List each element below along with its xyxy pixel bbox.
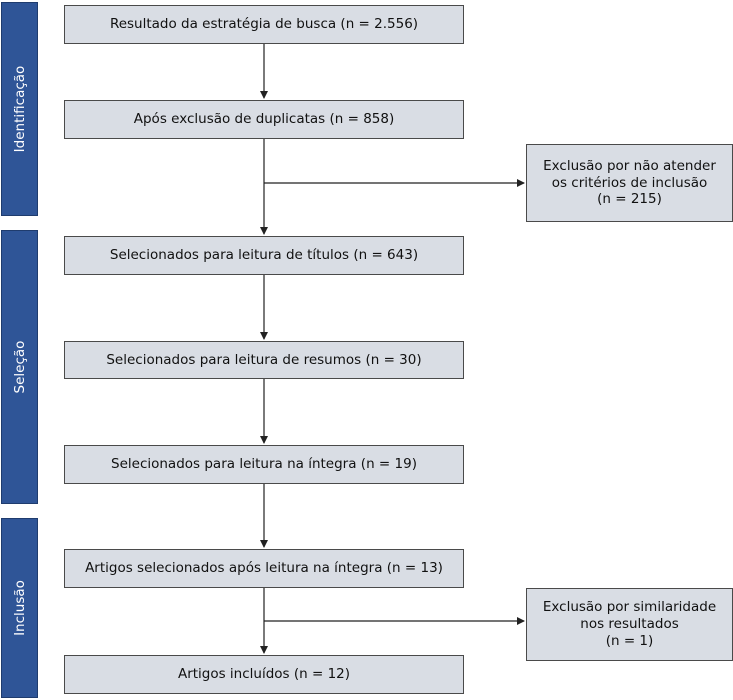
box-leitura-resumos: Selecionados para leitura de resumos (n … (64, 341, 464, 379)
phase-bar-selecao: Seleção (1, 230, 38, 504)
phase-bar-inclusao: Inclusão (1, 518, 38, 698)
exclusao-similaridade-line1: Exclusão por similaridade (542, 599, 717, 616)
box-selecionados-integra: Artigos selecionados após leitura na ínt… (64, 549, 464, 588)
box-resultado-busca: Resultado da estratégia de busca (n = 2.… (64, 5, 464, 44)
box-leitura-titulos-text: Selecionados para leitura de títulos (n … (109, 247, 419, 264)
phase-bar-identificacao: Identificação (1, 2, 38, 216)
box-exclusao-criterios: Exclusão por não atender os critérios de… (526, 144, 733, 222)
exclusao-criterios-line2: os critérios de inclusão (551, 174, 708, 191)
box-incluidos-text: Artigos incluídos (n = 12) (177, 666, 351, 683)
phase-label-identificacao: Identificação (11, 65, 28, 153)
exclusao-criterios-line3: (n = 215) (597, 191, 662, 208)
box-selecionados-integra-text: Artigos selecionados após leitura na ínt… (85, 560, 443, 577)
box-leitura-integra: Selecionados para leitura na íntegra (n … (64, 445, 464, 484)
phase-label-inclusao: Inclusão (11, 580, 28, 636)
phase-label-selecao: Seleção (11, 340, 28, 394)
box-apos-duplicatas: Após exclusão de duplicatas (n = 858) (64, 100, 464, 139)
box-leitura-resumos-text: Selecionados para leitura de resumos (n … (106, 351, 422, 368)
box-apos-duplicatas-text: Após exclusão de duplicatas (n = 858) (133, 111, 395, 128)
box-leitura-integra-text: Selecionados para leitura na íntegra (n … (111, 456, 417, 473)
box-exclusao-similaridade: Exclusão por similaridade nos resultados… (526, 588, 733, 661)
box-resultado-busca-text: Resultado da estratégia de busca (n = 2.… (109, 16, 419, 33)
exclusao-similaridade-line2: nos resultados (580, 616, 679, 633)
box-incluidos: Artigos incluídos (n = 12) (64, 655, 464, 694)
box-leitura-titulos: Selecionados para leitura de títulos (n … (64, 236, 464, 275)
exclusao-similaridade-line3: (n = 1) (605, 632, 654, 649)
exclusao-criterios-line1: Exclusão por não atender (543, 157, 716, 174)
